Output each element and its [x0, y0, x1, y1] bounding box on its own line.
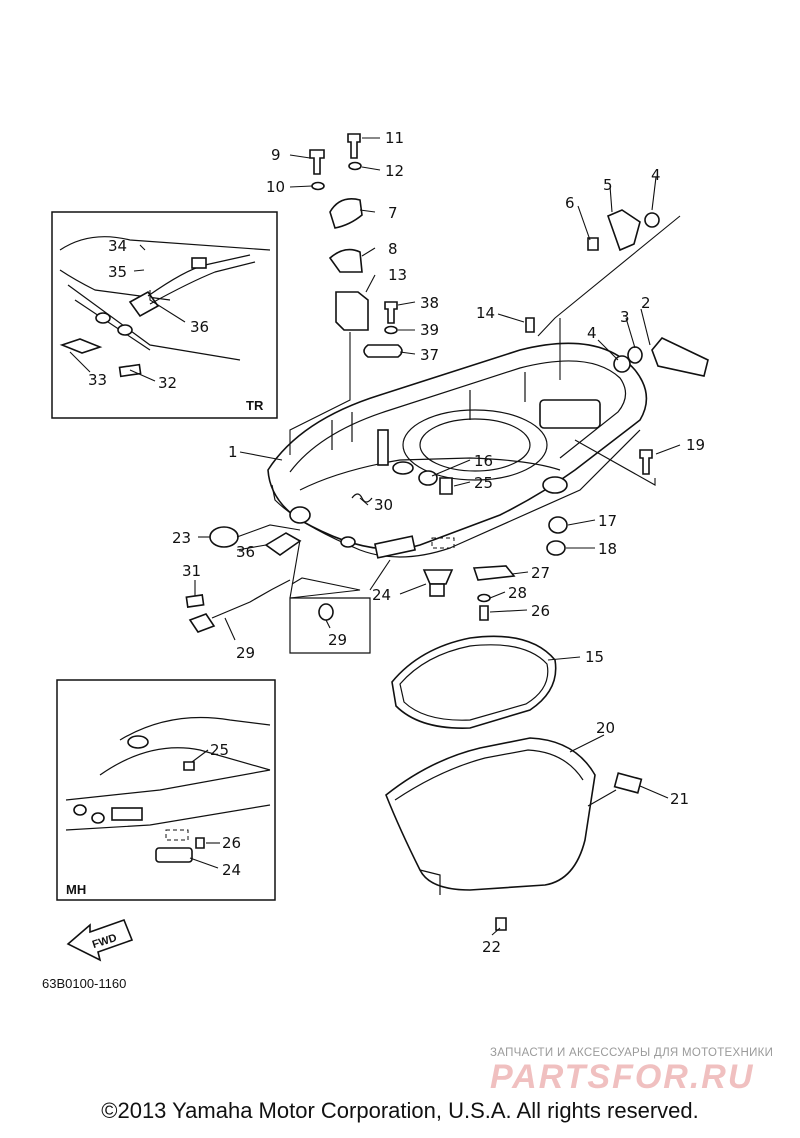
callout-20: 20: [596, 719, 615, 737]
fwd-arrow: FWD: [66, 918, 134, 962]
watermark-tagline: ЗАПЧАСТИ И АКСЕССУАРЫ ДЛЯ МОТОТЕХНИКИ: [490, 1047, 773, 1059]
callout-15: 15: [585, 648, 604, 666]
copyright-notice: ©2013 Yamaha Motor Corporation, U.S.A. A…: [101, 1098, 699, 1123]
callout-5: 5: [603, 176, 613, 194]
grommet-33-part: [59, 338, 103, 354]
callout-4-top: 4: [651, 166, 661, 184]
callout-25: 25: [474, 474, 493, 492]
callout-labels: 9 10 11 12 7 8 13 38 39 37 14 6 5 4 2 3 …: [88, 129, 705, 956]
callout-37: 37: [420, 346, 439, 364]
callout-6: 6: [565, 194, 575, 212]
callout-mh-25: 25: [210, 741, 229, 759]
callout-4-mid: 4: [587, 324, 597, 342]
callout-mh-24: 24: [222, 861, 241, 879]
callout-31: 31: [182, 562, 201, 580]
callout-32: 32: [158, 374, 177, 392]
callout-24: 24: [372, 586, 391, 604]
tr-inset: TR: [51, 211, 278, 419]
callout-27: 27: [531, 564, 550, 582]
small-parts: [185, 133, 709, 654]
callout-29-box: 29: [328, 631, 347, 649]
mh-inset: MH: [56, 679, 276, 901]
callout-16: 16: [474, 452, 493, 470]
callout-10: 10: [266, 178, 285, 196]
watermark-logo: PARTSFOR.RU: [490, 1058, 754, 1096]
callout-13: 13: [388, 266, 407, 284]
callout-mh-26: 26: [222, 834, 241, 852]
callout-35: 35: [108, 263, 127, 281]
callout-7: 7: [388, 204, 398, 222]
callout-22: 22: [482, 938, 501, 956]
callout-2: 2: [641, 294, 651, 312]
callout-19: 19: [686, 436, 705, 454]
inset-label-tr: TR: [246, 398, 264, 413]
callout-30: 30: [374, 496, 393, 514]
callout-36-main: 36: [236, 543, 255, 561]
inset-label-mh: MH: [66, 882, 86, 897]
callout-12: 12: [385, 162, 404, 180]
callout-14: 14: [476, 304, 495, 322]
callout-23: 23: [172, 529, 191, 547]
callout-18: 18: [598, 540, 617, 558]
connector-36-part: [128, 290, 160, 318]
lower-cover-20: [385, 737, 643, 931]
seal-15: [391, 635, 557, 729]
callout-26: 26: [531, 602, 550, 620]
callout-28: 28: [508, 584, 527, 602]
callout-1: 1: [228, 443, 238, 461]
guide-lines: [165, 537, 455, 841]
callout-34: 34: [108, 237, 127, 255]
callout-38: 38: [420, 294, 439, 312]
bottom-cowling: [267, 342, 648, 559]
callout-3: 3: [620, 308, 630, 326]
callout-39: 39: [420, 321, 439, 339]
callout-21: 21: [670, 790, 689, 808]
callout-29-main: 29: [236, 644, 255, 662]
callout-11: 11: [385, 129, 404, 147]
callout-8: 8: [388, 240, 398, 258]
watermark: ЗАПЧАСТИ И АКСЕССУАРЫ ДЛЯ МОТОТЕХНИКИ PA…: [490, 1047, 773, 1096]
callout-17: 17: [598, 512, 617, 530]
leader-lines: [69, 137, 681, 936]
callout-33: 33: [88, 371, 107, 389]
callout-36-inset: 36: [190, 318, 209, 336]
callout-9: 9: [271, 146, 281, 164]
diagram-code: 63B0100-1160: [42, 976, 126, 991]
